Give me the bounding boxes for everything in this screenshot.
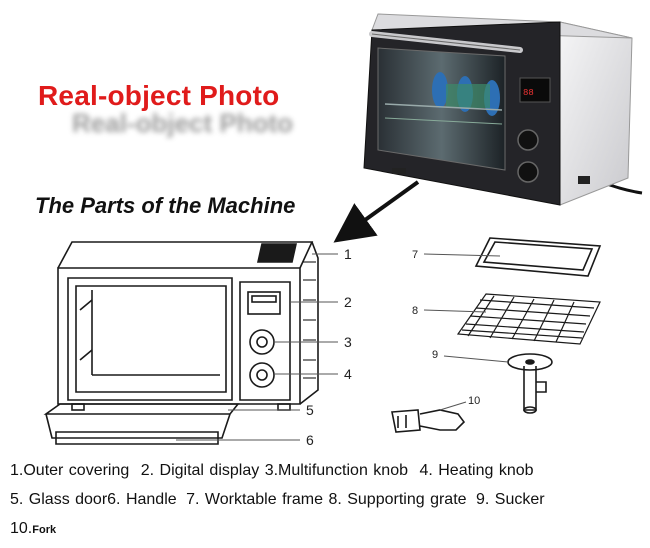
callout-5: 5	[306, 402, 314, 418]
oven-line-drawing	[43, 241, 319, 445]
parts-legend: 1.Outer covering 2. Digital display 3.Mu…	[10, 456, 636, 545]
supporting-grate	[456, 293, 601, 345]
oven-photo: 88	[363, 13, 643, 206]
legend-line-3: 10.Fork	[10, 514, 636, 545]
callout-4: 4	[344, 366, 352, 382]
callout-1: 1	[344, 246, 352, 262]
photo-to-drawing-arrow	[333, 180, 420, 243]
legend-item-10-number: 10.	[10, 520, 33, 537]
rotisserie-icon	[384, 72, 503, 125]
photo-knob-2	[517, 161, 539, 183]
legend-item-2: 2. Digital display	[140, 462, 260, 479]
photo-title-shadow: Real-object Photo	[72, 108, 294, 138]
legend-item-3: 3.Multifunction knob	[264, 462, 408, 479]
parts-title: The Parts of the Machine	[35, 193, 296, 218]
callout-8: 8	[412, 305, 418, 317]
worktable-frame	[474, 237, 602, 277]
svg-text:88: 88	[523, 88, 534, 98]
legend-item-4: 4. Heating knob	[419, 462, 534, 479]
photo-title: Real-object Photo	[38, 80, 280, 111]
legend-item-10-label: Fork	[32, 524, 57, 536]
legend-item-5-6: 5. Glass door6. Handle	[10, 491, 177, 508]
callout-2: 2	[344, 294, 352, 310]
legend-line-1: 1.Outer covering 2. Digital display 3.Mu…	[10, 456, 636, 485]
legend-item-8: 8. Supporting grate	[328, 491, 467, 508]
callouts	[176, 253, 509, 441]
photo-knob-1	[517, 129, 539, 151]
legend-item-1: 1.Outer covering	[10, 462, 130, 479]
callout-10: 10	[468, 395, 480, 407]
callout-3: 3	[344, 334, 352, 350]
fork	[391, 409, 466, 433]
sucker	[507, 353, 553, 414]
callout-numbers: 1 2 3 4 5 6 7 8 9 10	[306, 246, 480, 448]
callout-9: 9	[432, 349, 438, 361]
legend-line-2: 5. Glass door6. Handle 7. Worktable fram…	[10, 485, 636, 514]
callout-6: 6	[306, 432, 314, 448]
callout-7: 7	[412, 249, 418, 261]
legend-item-7: 7. Worktable frame	[186, 491, 323, 508]
legend-item-9: 9. Sucker	[475, 491, 545, 508]
